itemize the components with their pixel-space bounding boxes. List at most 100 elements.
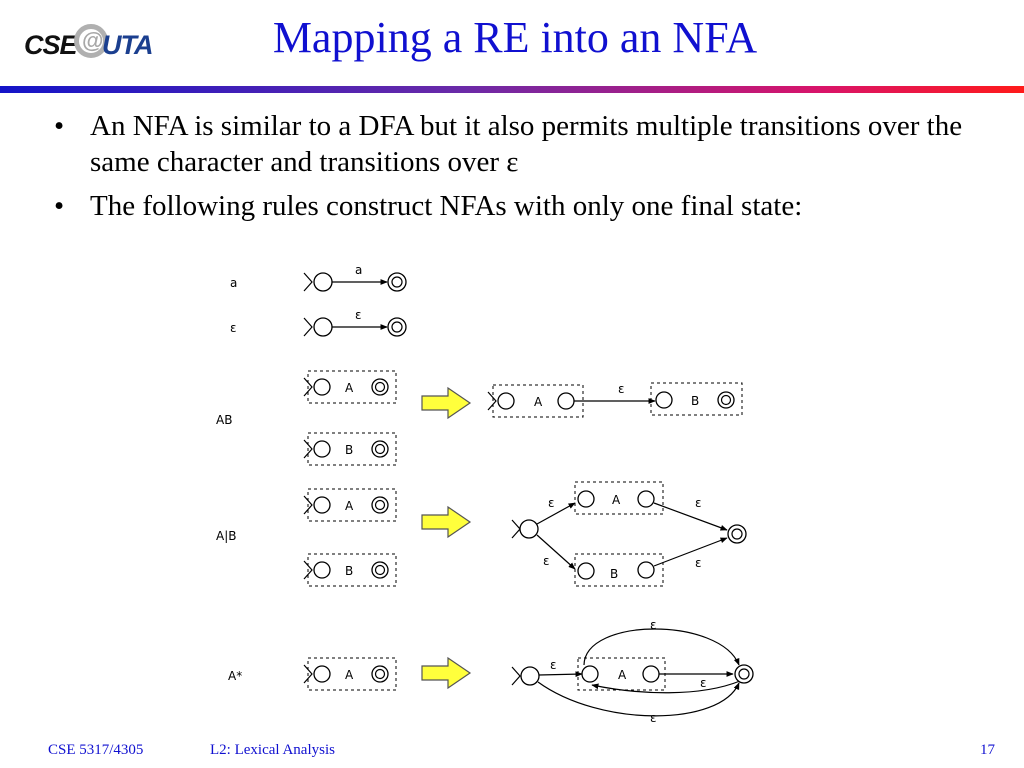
final-state-outer xyxy=(717,391,735,409)
state xyxy=(577,562,595,580)
rule-epsilon: ε ε xyxy=(230,308,407,337)
logo-at: @ xyxy=(82,28,104,53)
result-label-eps-3: ε xyxy=(543,554,550,568)
start-marker xyxy=(303,272,313,292)
nfa-box-b xyxy=(307,432,397,466)
final-state-inner xyxy=(731,528,743,540)
epsilon-edge xyxy=(538,671,583,678)
transform-arrow-icon xyxy=(421,505,472,539)
start-marker xyxy=(303,560,313,580)
title-divider xyxy=(0,86,1024,93)
cse-uta-logo: CSE @ UTA xyxy=(22,22,172,72)
final-state-outer xyxy=(387,272,407,292)
bullet-item-1: An NFA is similar to a DFA but it also p… xyxy=(46,108,986,180)
start-state xyxy=(520,666,540,686)
final-state-outer xyxy=(371,665,389,683)
box-label-a: A xyxy=(345,381,354,395)
transform-arrow-icon xyxy=(421,386,472,420)
edge-label: ε xyxy=(355,308,362,322)
result-label-eps-2: ε xyxy=(695,496,702,510)
rule-char-label: a xyxy=(230,276,237,290)
epsilon-edge xyxy=(536,502,576,525)
edge-label: a xyxy=(355,263,362,277)
final-state-inner xyxy=(374,499,386,511)
final-state-inner xyxy=(374,564,386,576)
state xyxy=(637,490,655,508)
logo-cse: CSE xyxy=(24,30,78,60)
bullet-item-2: The following rules construct NFAs with … xyxy=(46,188,986,224)
state xyxy=(557,392,575,410)
logo-ring-icon xyxy=(74,24,108,58)
state xyxy=(655,391,673,409)
result-label-a: A xyxy=(534,395,543,409)
result-label-eps: ε xyxy=(618,382,625,396)
start-marker xyxy=(303,664,313,684)
final-state-outer xyxy=(371,440,389,458)
slide-title: Mapping a RE into an NFA xyxy=(272,13,758,62)
start-marker xyxy=(511,666,521,686)
epsilon-edge xyxy=(536,534,576,570)
result-label-eps-in: ε xyxy=(550,658,557,672)
start-marker xyxy=(487,391,497,411)
state xyxy=(637,561,655,579)
epsilon-skip-edge xyxy=(537,681,740,717)
start-state xyxy=(313,496,331,514)
final-state-outer xyxy=(727,524,747,544)
box-label-b: B xyxy=(345,564,353,578)
nfa-box-a xyxy=(307,370,397,404)
bullet-list: An NFA is similar to a DFA but it also p… xyxy=(46,108,986,232)
start-state xyxy=(519,519,539,539)
start-marker xyxy=(303,495,313,515)
epsilon-edge xyxy=(653,537,728,567)
rule-epsilon-label: ε xyxy=(230,321,237,335)
result-label-b: B xyxy=(610,567,618,581)
result-label-b: B xyxy=(691,394,699,408)
transform-arrow-icon xyxy=(421,656,472,690)
result-label-eps-back: ε xyxy=(700,676,707,690)
rule-concatenation-label: AB xyxy=(216,413,232,427)
nfa-box-a xyxy=(307,488,397,522)
result-label-eps-top: ε xyxy=(650,618,657,632)
start-state xyxy=(313,440,331,458)
final-state-outer xyxy=(734,664,754,684)
box-label-a: A xyxy=(345,499,354,513)
box-label-b: B xyxy=(345,443,353,457)
result-box-b xyxy=(650,382,743,416)
nfa-box-a xyxy=(307,657,397,691)
result-label-a: A xyxy=(618,668,627,682)
result-label-eps-1: ε xyxy=(548,496,555,510)
start-marker xyxy=(303,377,313,397)
nfa-box-b xyxy=(307,553,397,587)
nfa-construction-diagram: a a ε ε AB A xyxy=(216,263,754,725)
final-state-outer xyxy=(371,496,389,514)
state xyxy=(577,490,595,508)
epsilon-back-edge xyxy=(591,680,741,694)
rule-char: a a xyxy=(230,263,407,292)
start-state xyxy=(313,272,333,292)
start-state xyxy=(313,378,331,396)
logo-uta: UTA xyxy=(102,30,153,60)
rule-kleene-label: A* xyxy=(228,669,242,683)
final-state-inner xyxy=(391,276,403,288)
final-state-inner xyxy=(374,381,386,393)
result-box-b xyxy=(574,553,664,587)
footer-page-number: 17 xyxy=(980,742,995,758)
result-label-eps-bottom: ε xyxy=(650,711,657,725)
result-label-a: A xyxy=(612,493,621,507)
final-state-inner xyxy=(720,394,732,406)
result-box-a xyxy=(492,384,584,418)
final-state-outer xyxy=(371,378,389,396)
start-marker xyxy=(511,519,521,539)
state xyxy=(642,665,660,683)
start-state xyxy=(313,561,331,579)
final-state-outer xyxy=(387,317,407,337)
start-state xyxy=(313,665,331,683)
rule-alternation-label: A|B xyxy=(216,529,236,543)
start-state xyxy=(313,317,333,337)
result-label-eps-4: ε xyxy=(695,556,702,570)
final-state-inner xyxy=(374,443,386,455)
start-marker xyxy=(303,439,313,459)
rule-kleene-star: A* A ε A ε ε ε xyxy=(228,618,754,725)
final-state-inner xyxy=(391,321,403,333)
start-state xyxy=(497,392,515,410)
